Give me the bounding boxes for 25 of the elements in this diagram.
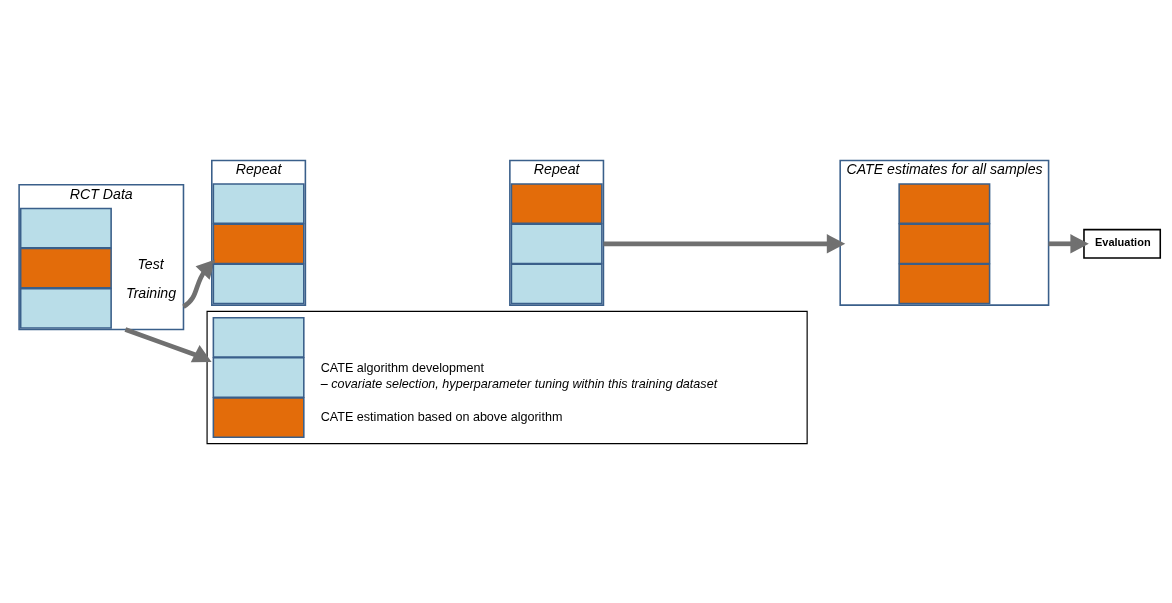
label: Test (137, 255, 164, 271)
node-box (212, 396, 305, 438)
node-label: CATE algorithm development (320, 360, 485, 375)
arrow (603, 233, 846, 253)
node-box (19, 247, 112, 289)
node-box (212, 356, 305, 398)
node-box (898, 222, 991, 264)
node-box (898, 262, 991, 304)
node-box (19, 287, 112, 329)
node-label: – covariate selection, hyperparameter tuning within this training dataset (320, 376, 718, 391)
node-box (212, 316, 305, 358)
node-box (510, 262, 603, 304)
arrow (1048, 233, 1089, 253)
node-box (898, 182, 991, 224)
node-label: CATE estimation based on above algorithm (320, 409, 563, 424)
node-box (510, 222, 603, 264)
label: Training (126, 284, 177, 301)
node-box (19, 207, 112, 248)
arrow (124, 326, 212, 362)
node-box (212, 222, 305, 264)
node-box (212, 262, 305, 304)
node-box (212, 182, 305, 224)
node-box: Evaluation (1083, 228, 1162, 259)
node-box (510, 182, 603, 224)
cluster (206, 310, 808, 444)
